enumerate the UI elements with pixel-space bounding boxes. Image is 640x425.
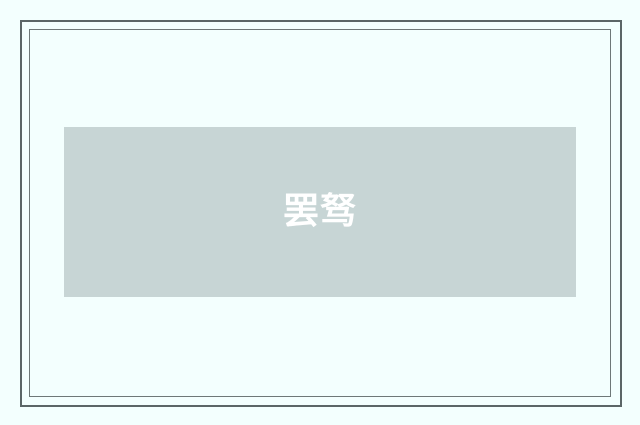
inner-frame [29,29,611,397]
banner: 罢驽 [64,127,576,297]
outer-frame [20,20,622,407]
banner-text: 罢驽 [282,191,357,232]
